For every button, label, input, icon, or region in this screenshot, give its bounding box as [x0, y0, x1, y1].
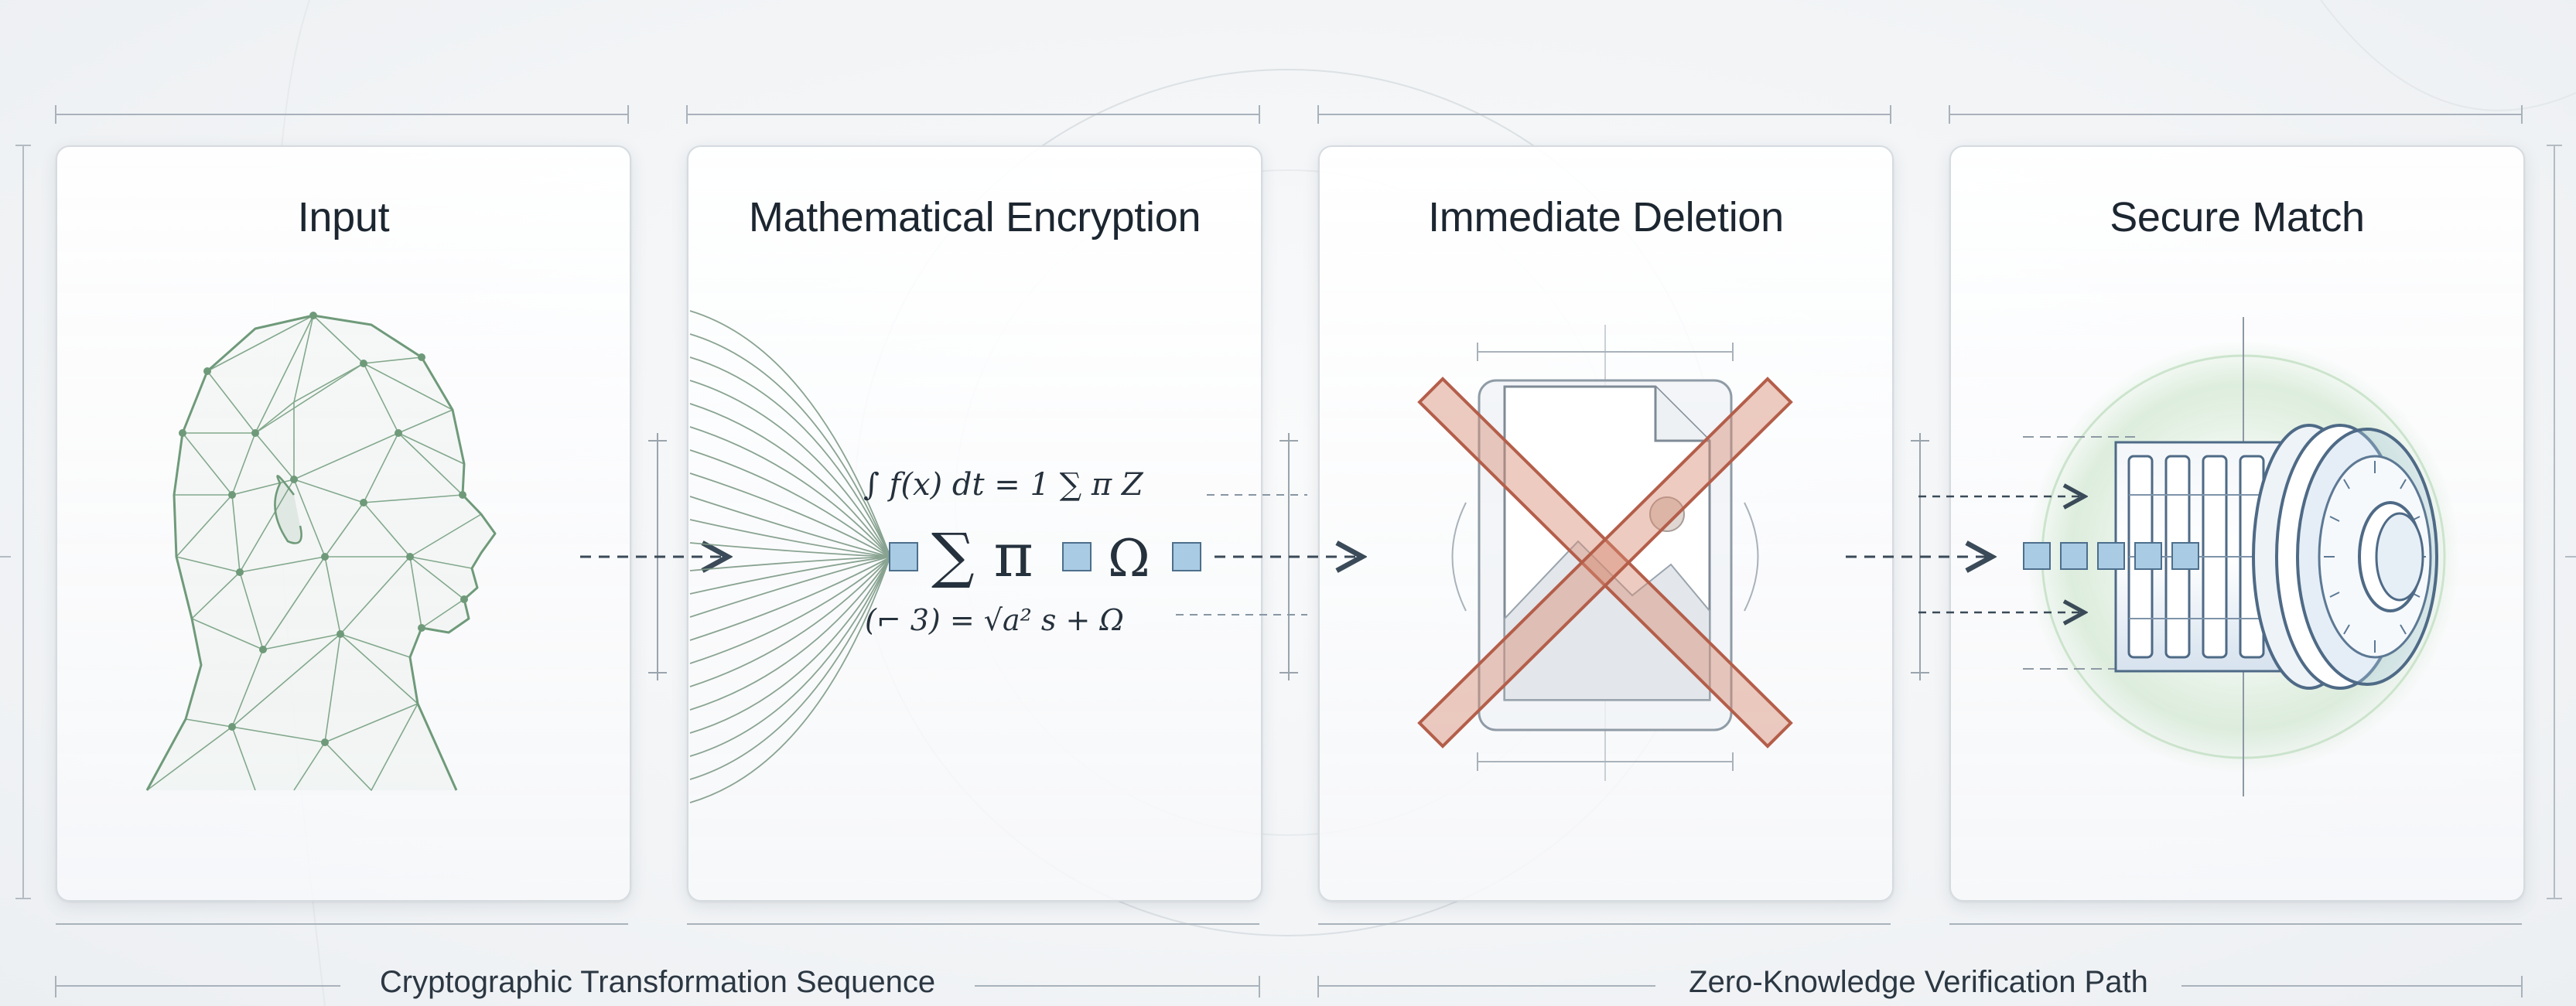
footer-label-right: Zero-Knowledge Verification Path — [1689, 965, 2148, 999]
bottom-dimension-lines — [55, 923, 2523, 997]
top-dimension-lines — [55, 105, 2523, 124]
footer-label-left: Cryptographic Transformation Sequence — [379, 965, 936, 999]
step-title-match: Secure Match — [2110, 194, 2365, 240]
step-panel-input: Input — [56, 145, 631, 902]
step-title-deletion: Immediate Deletion — [1428, 194, 1784, 240]
step-title-input: Input — [297, 194, 390, 240]
step-title-encryption: Mathematical Encryption — [748, 194, 1201, 240]
step-panel-deletion: Immediate Deletion — [1318, 145, 1894, 902]
step-panel-encryption: Mathematical Encryption — [687, 145, 1262, 902]
step-panel-match: Secure Match — [1949, 145, 2525, 902]
